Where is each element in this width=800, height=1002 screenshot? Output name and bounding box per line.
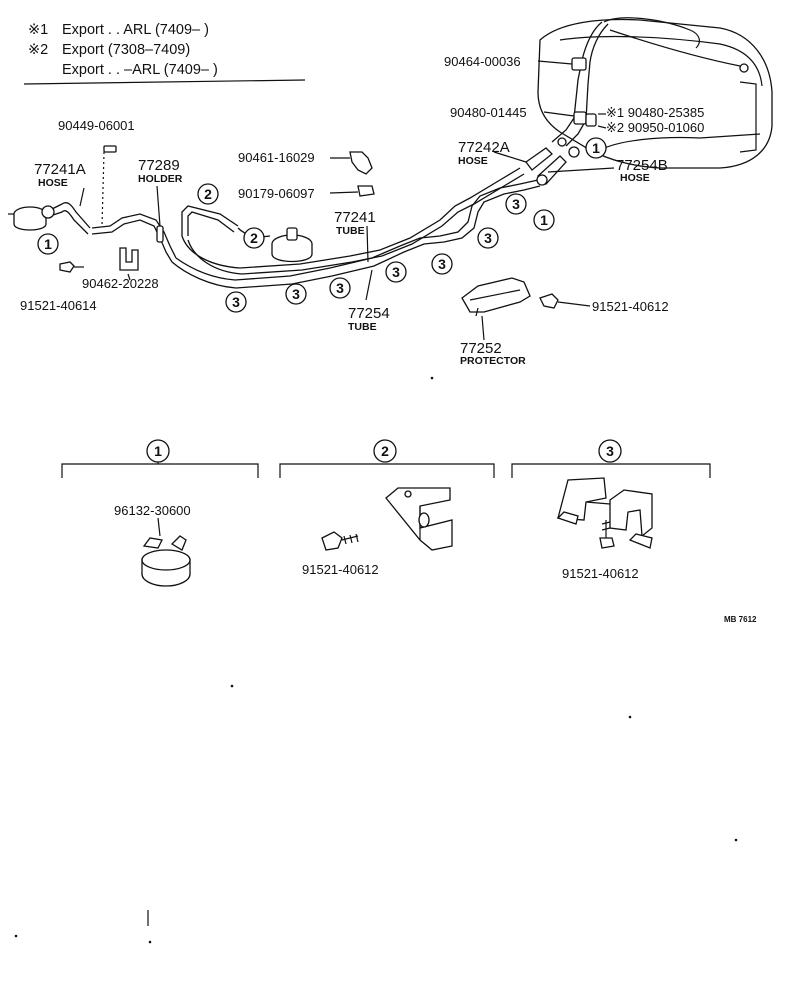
- label-77241A-sub: HOSE: [38, 177, 68, 189]
- svg-text:3: 3: [336, 280, 344, 296]
- label-90461: 90461-16029: [238, 150, 315, 165]
- callouts: 1 2 2 3 3 3 3 3: [37, 137, 607, 313]
- group-3-bracket: [511, 463, 711, 478]
- hose-clamp-96132: [141, 535, 191, 587]
- notes-underline: [23, 79, 306, 85]
- left-filter: [8, 205, 55, 231]
- label-90480: 90480-01445: [450, 105, 527, 120]
- group-2-bracket: [279, 463, 495, 478]
- holder-77289: [156, 225, 164, 243]
- callout-2-lower: 2: [243, 227, 265, 249]
- leader-lines: [79, 60, 615, 341]
- group-1-number: 1: [154, 443, 162, 459]
- svg-text:2: 2: [204, 186, 212, 202]
- small-parts: [59, 137, 591, 317]
- callout-3-g: 3: [505, 193, 527, 215]
- label-90179: 90179-06097: [238, 186, 315, 201]
- callout-1-right-upper: 1: [585, 137, 607, 159]
- clamp-bracket-group-3: [556, 477, 653, 549]
- callout-3-c: 3: [329, 277, 351, 299]
- svg-text:3: 3: [438, 256, 446, 272]
- note-3-text: Export . . –ARL (7409– ): [62, 62, 218, 78]
- group-3: 3 91521-40612: [511, 439, 711, 581]
- label-77252: 77252: [460, 340, 502, 357]
- label-77241: 77241: [334, 209, 376, 226]
- figure-code: MB 7612: [724, 615, 757, 624]
- svg-text:3: 3: [484, 230, 492, 246]
- note-2-text: Export (7308–7409): [62, 42, 190, 58]
- label-77254-sub: TUBE: [348, 321, 377, 333]
- clamp-bracket-group-2: [385, 487, 453, 551]
- callout-3-b: 3: [285, 283, 307, 305]
- hose-77242A: [525, 147, 553, 171]
- scan-marks: [14, 376, 738, 944]
- label-77254B: 77254B: [616, 157, 668, 174]
- nut-90179: [357, 185, 375, 197]
- bolt-91521-left: [59, 261, 75, 273]
- svg-text:3: 3: [232, 294, 240, 310]
- union-90461: [349, 151, 373, 175]
- label-77254: 77254: [348, 305, 390, 322]
- group-2: 2 91521-40612: [279, 439, 495, 577]
- callout-1-left: 1: [37, 233, 59, 255]
- label-90950: ※2 90950-01060: [606, 120, 704, 135]
- svg-text:3: 3: [392, 264, 400, 280]
- label-77241-sub: TUBE: [336, 225, 365, 237]
- group-1-part-label: 96132-30600: [114, 503, 191, 518]
- svg-text:3: 3: [292, 286, 300, 302]
- main-fuel-tubes: [49, 167, 541, 289]
- clamp-90462: [119, 247, 139, 271]
- label-90449: 90449-06001: [58, 118, 135, 133]
- label-90480-25385: ※1 90480-25385: [606, 105, 704, 120]
- group-1: 1 96132-30600: [61, 439, 259, 587]
- clip-90449: [103, 145, 117, 153]
- note-2-mark: ※2: [28, 42, 48, 58]
- callout-3-a: 3: [225, 291, 247, 313]
- group-3-part-label: 91521-40612: [562, 566, 639, 581]
- notes-block: ※1 Export . . ARL (7409– ) ※2 Export (73…: [23, 22, 306, 85]
- label-77241A: 77241A: [34, 161, 86, 178]
- label-77252-sub: PROTECTOR: [460, 355, 526, 367]
- label-90462: 90462-20228: [82, 276, 159, 291]
- bolt-91521-right: [539, 293, 559, 309]
- label-77254B-sub: HOSE: [620, 172, 650, 184]
- callout-3-d: 3: [385, 261, 407, 283]
- svg-text:3: 3: [512, 196, 520, 212]
- svg-text:2: 2: [250, 230, 258, 246]
- label-77289: 77289: [138, 157, 180, 174]
- part-labels: 90449-06001 77241A HOSE 77289 HOLDER 904…: [20, 54, 704, 367]
- callout-2-upper: 2: [197, 183, 219, 205]
- note-1-mark: ※1: [28, 22, 48, 38]
- label-90464: 90464-00036: [444, 54, 521, 69]
- svg-text:1: 1: [540, 212, 548, 228]
- group-2-number: 2: [381, 443, 389, 459]
- callout-3-e: 3: [431, 253, 453, 275]
- bolt-group-2: [321, 531, 359, 551]
- group-2-part-label: 91521-40612: [302, 562, 379, 577]
- label-77242A-sub: HOSE: [458, 155, 488, 167]
- callout-3-f: 3: [477, 227, 499, 249]
- tank-connection-pipes: [551, 21, 609, 147]
- label-91521-left: 91521-40614: [20, 298, 97, 313]
- svg-text:1: 1: [592, 140, 600, 156]
- svg-text:1: 1: [44, 236, 52, 252]
- group-1-bracket: [61, 463, 259, 478]
- label-91521-right: 91521-40612: [592, 299, 669, 314]
- fuel-tank: [537, 17, 773, 169]
- label-77289-sub: HOLDER: [138, 173, 183, 185]
- label-77242A: 77242A: [458, 139, 510, 156]
- group-3-number: 3: [606, 443, 614, 459]
- note-1-text: Export . . ARL (7409– ): [62, 22, 209, 38]
- callout-1-right-lower: 1: [533, 209, 555, 231]
- bolt-group-3: [599, 520, 615, 549]
